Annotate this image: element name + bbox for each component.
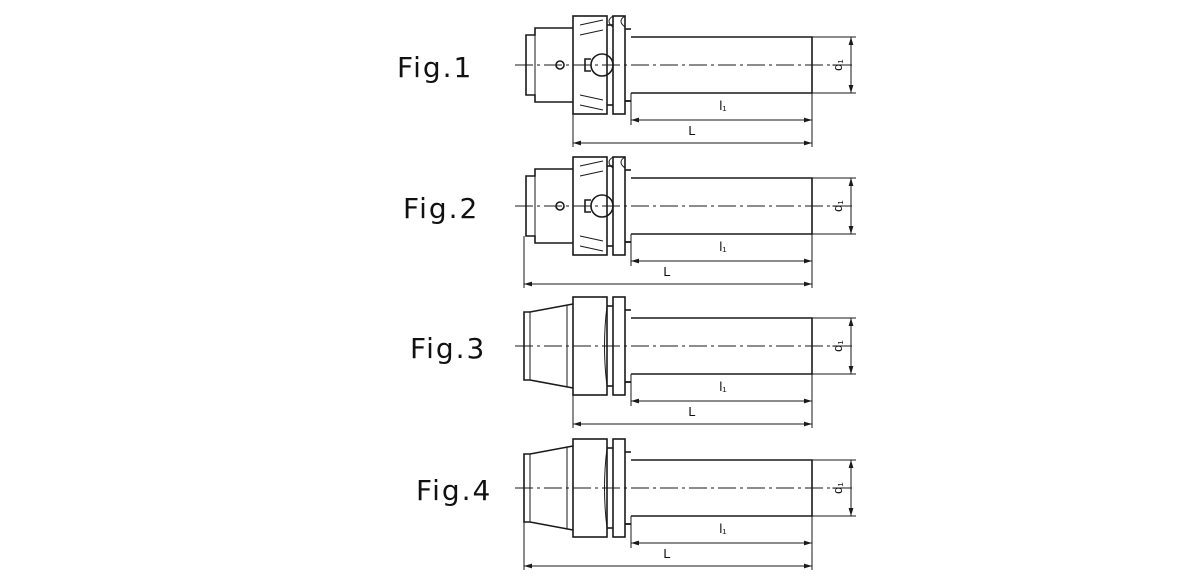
dimension-d1-label: d₁ bbox=[830, 59, 845, 71]
dimension-L-label: L bbox=[688, 404, 695, 419]
dimension-d1-label: d₁ bbox=[830, 200, 845, 212]
dimension-l1-label: l₁ bbox=[719, 379, 727, 394]
figure-4: Fig.4 d₁ l₁ L bbox=[416, 438, 856, 570]
slot-lines bbox=[579, 19, 604, 111]
dimension-L-label: L bbox=[688, 123, 695, 138]
dimension-d1-label: d₁ bbox=[830, 482, 845, 494]
figure-label: Fig.4 bbox=[416, 474, 492, 507]
figure-2: Fig.2 d₁ l₁ L bbox=[403, 156, 856, 288]
figure-label: Fig.2 bbox=[403, 192, 479, 225]
dimension-L-label: L bbox=[663, 264, 670, 279]
figure-label: Fig.1 bbox=[397, 51, 473, 84]
dimension-l1-label: l₁ bbox=[719, 98, 727, 113]
figure-1: Fig.1 d₁ l₁ L bbox=[397, 15, 856, 147]
dimension-l1-label: l₁ bbox=[719, 521, 727, 536]
figure-3: Fig.3 d₁ l₁ L bbox=[410, 296, 856, 428]
dimension-l1-label: l₁ bbox=[719, 239, 727, 254]
ring-curve bbox=[608, 156, 626, 169]
ring-curve bbox=[608, 15, 626, 28]
dimension-L-label: L bbox=[663, 546, 670, 561]
dimension-d1-label: d₁ bbox=[830, 340, 845, 352]
figure-label: Fig.3 bbox=[410, 332, 486, 365]
slot-lines bbox=[579, 160, 604, 252]
